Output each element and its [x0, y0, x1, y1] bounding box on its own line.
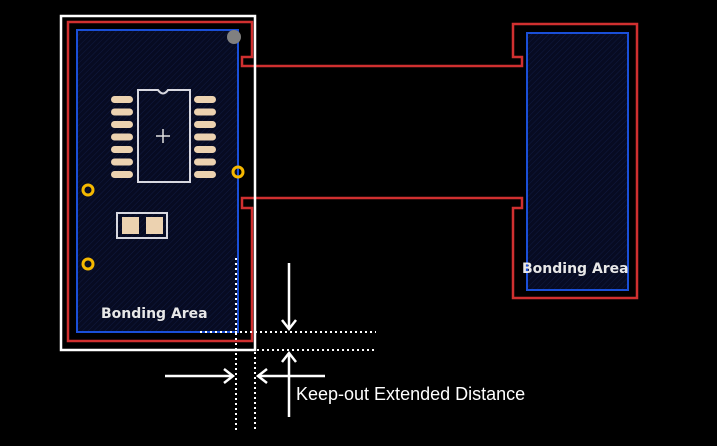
left-board-outline — [66, 20, 639, 343]
keepout-boundary — [59, 14, 257, 352]
two-pad-component — [116, 212, 168, 239]
right-bonding-label: Bonding Area — [522, 261, 629, 277]
dimension-guides — [200, 258, 376, 432]
left-bonding-label: Bonding Area — [101, 306, 208, 322]
via-icon — [81, 257, 95, 271]
via-icon — [231, 165, 245, 179]
arrow-down-icon — [281, 263, 297, 332]
ic-footprint — [111, 89, 216, 183]
arrow-up-icon — [281, 350, 297, 417]
vias — [81, 165, 245, 271]
right-bonding-area — [526, 32, 629, 291]
arrow-right-icon — [165, 368, 236, 384]
dimension-arrows — [165, 263, 325, 417]
fiducial-icon — [227, 30, 241, 44]
via-icon — [81, 183, 95, 197]
keepout-annotation: Keep-out Extended Distance — [296, 384, 525, 404]
arrow-left-icon — [255, 368, 325, 384]
